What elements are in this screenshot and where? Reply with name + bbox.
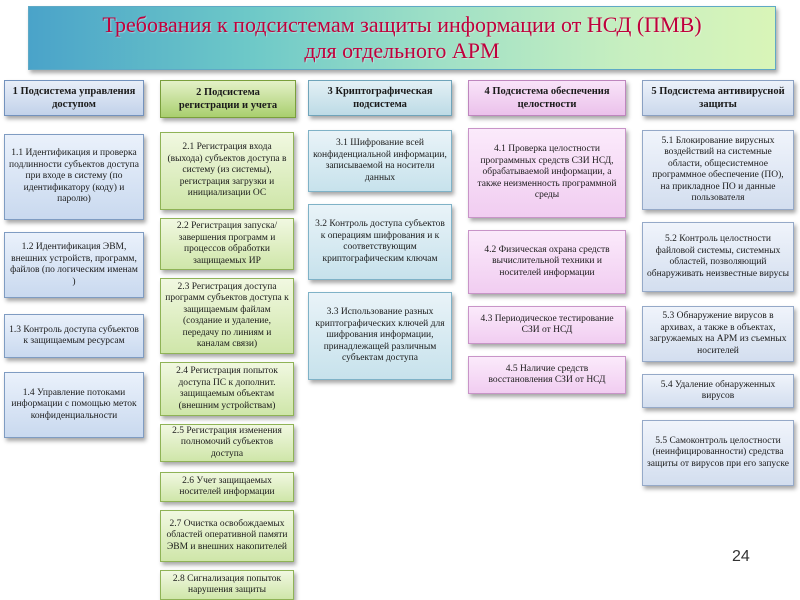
- page-number: 24: [732, 548, 750, 565]
- column-4-item-4: 4.5 Наличие средств восстановления СЗИ о…: [468, 356, 626, 394]
- column-2-item-7: 2.7 Очистка освобождаемых областей опера…: [160, 510, 294, 562]
- column-2-item-2: 2.2 Регистрация запуска/завершения прогр…: [160, 218, 294, 270]
- column-2-item-5: 2.5 Регистрация изменения полномочий суб…: [160, 424, 294, 462]
- column-3-item-3: 3.3 Использование разных криптографическ…: [308, 292, 452, 380]
- column-3-item-1: 3.1 Шифрование всей конфиденциальной инф…: [308, 130, 452, 192]
- column-4-item-2: 4.2 Физическая охрана средств вычислител…: [468, 230, 626, 294]
- column-1-item-4: 1.4 Управление потоками информации с пом…: [4, 372, 144, 438]
- column-4-item-3: 4.3 Периодическое тестирование СЗИ от НС…: [468, 306, 626, 344]
- column-2-item-1: 2.1 Регистрация входа (выхода) субъектов…: [160, 132, 294, 210]
- title-line-1: Требования к подсистемам защиты информац…: [102, 12, 702, 37]
- column-5-item-5: 5.5 Самоконтроль целостности (неинфициро…: [642, 420, 794, 486]
- column-4-item-1: 4.1 Проверка целостности программных сре…: [468, 128, 626, 218]
- column-3-item-2: 3.2 Контроль доступа субъектов к операци…: [308, 204, 452, 280]
- title-banner: Требования к подсистемам защиты информац…: [28, 6, 776, 70]
- column-2-item-4: 2.4 Регистрация попыток доступа ПС к доп…: [160, 362, 294, 416]
- column-2-header: 2 Подсистема регистрации и учета: [160, 80, 296, 118]
- column-5-item-3: 5.3 Обнаружение вирусов в архивах, а так…: [642, 306, 794, 362]
- column-1-item-1: 1.1 Идентификация и проверка подлинности…: [4, 134, 144, 220]
- column-5-item-2: 5.2 Контроль целостности файловой систем…: [642, 222, 794, 292]
- column-5-item-4: 5.4 Удаление обнаруженных вирусов: [642, 374, 794, 408]
- column-2-item-3: 2.3 Регистрация доступа программ субъект…: [160, 278, 294, 354]
- title-line-2: для отдельного АРМ: [304, 38, 500, 63]
- column-1-item-2: 1.2 Идентификация ЭВМ, внешних устройств…: [4, 232, 144, 298]
- column-3-header: 3 Криптографическая подсистема: [308, 80, 452, 116]
- column-2-item-8: 2.8 Сигнализация попыток нарушения защит…: [160, 570, 294, 600]
- column-4-header: 4 Подсистема обеспечения целостности: [468, 80, 626, 116]
- column-5-header: 5 Подсистема антивирусной защиты: [642, 80, 794, 116]
- column-1-item-3: 1.3 Контроль доступа субъектов к защищае…: [4, 314, 144, 358]
- column-2-item-6: 2.6 Учет защищаемых носителей информации: [160, 472, 294, 502]
- column-5-item-1: 5.1 Блокирование вирусных воздействий на…: [642, 130, 794, 210]
- column-1-header: 1 Подсистема управления доступом: [4, 80, 144, 116]
